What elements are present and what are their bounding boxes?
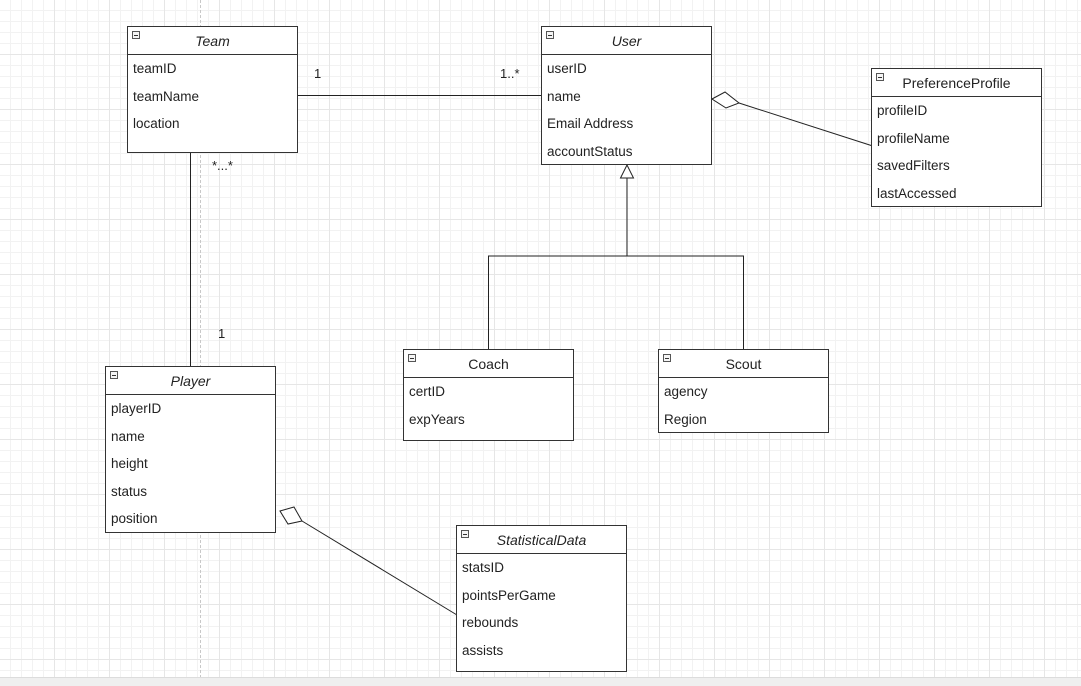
attribute[interactable]: assists [462,642,504,658]
class-coach[interactable]: Coach certID expYears [403,349,574,441]
attribute[interactable]: Region [664,411,707,427]
aggregation-diamond-icon [711,91,741,109]
class-player[interactable]: Player playerID name height status posit… [105,366,276,533]
aggregation-user-preferenceprofile[interactable] [738,102,880,149]
attribute[interactable]: status [111,483,148,499]
class-name: Team [195,32,230,49]
class-name: User [611,32,642,49]
class-header[interactable]: Team [128,27,297,55]
attribute[interactable]: rebounds [462,615,519,630]
class-header[interactable]: PreferenceProfile [872,69,1041,97]
page-break-guide [200,0,201,678]
attribute[interactable]: agency [664,384,708,399]
class-statisticaldata[interactable]: StatisticalData statsID pointsPerGame re… [456,525,627,672]
class-user[interactable]: User userID name Email Address accountSt… [541,26,712,165]
attribute[interactable]: lastAccessed [877,185,957,201]
attribute[interactable]: playerID [111,401,162,416]
multiplicity-team-user-team-end: 1 [314,66,322,81]
inheritance-arrow-icon [619,163,635,179]
attribute[interactable]: height [111,456,148,471]
generalization-scout-user[interactable] [627,255,744,349]
class-name: PreferenceProfile [902,74,1011,91]
class-name: Scout [725,355,762,372]
attribute[interactable]: teamName [133,88,200,104]
attribute[interactable]: name [111,428,145,444]
collapse-icon[interactable] [546,31,554,39]
attribute[interactable]: certID [409,384,446,399]
attribute[interactable]: userID [547,61,587,76]
aggregation-diamond-icon [279,506,303,525]
class-header[interactable]: StatisticalData [457,526,626,554]
attribute[interactable]: profileID [877,103,928,118]
attribute[interactable]: position [111,511,158,526]
class-header[interactable]: User [542,27,711,55]
attribute[interactable]: location [133,116,180,131]
aggregation-player-statisticaldata[interactable] [301,520,458,616]
attribute[interactable]: accountStatus [547,143,633,159]
attribute[interactable]: Email Address [547,116,634,131]
class-header[interactable]: Coach [404,350,573,378]
class-preferenceprofile[interactable]: PreferenceProfile profileID profileName … [871,68,1042,207]
multiplicity-team-user-user-end: 1..* [500,66,520,81]
class-scout[interactable]: Scout agency Region [658,349,829,433]
class-header[interactable]: Scout [659,350,828,378]
attribute[interactable]: expYears [409,411,465,427]
attribute[interactable]: pointsPerGame [462,587,556,603]
attribute[interactable]: name [547,88,581,104]
attribute[interactable]: profileName [877,130,950,146]
collapse-icon[interactable] [408,354,416,362]
class-name: Player [170,372,211,389]
class-team[interactable]: Team teamID teamName location [127,26,298,153]
collapse-icon[interactable] [132,31,140,39]
multiplicity-team-player-player-end: 1 [218,326,226,341]
collapse-icon[interactable] [461,530,469,538]
class-name: StatisticalData [496,531,587,548]
attribute[interactable]: teamID [133,61,177,76]
multiplicity-team-player-team-end: *...* [212,158,233,173]
horizontal-scrollbar[interactable] [0,677,1081,686]
collapse-icon[interactable] [663,354,671,362]
attribute[interactable]: savedFilters [877,158,950,173]
class-header[interactable]: Player [106,367,275,395]
attribute[interactable]: statsID [462,560,505,575]
generalization-coach-user[interactable] [488,255,628,349]
collapse-icon[interactable] [110,371,118,379]
class-name: Coach [468,355,509,372]
collapse-icon[interactable] [876,73,884,81]
